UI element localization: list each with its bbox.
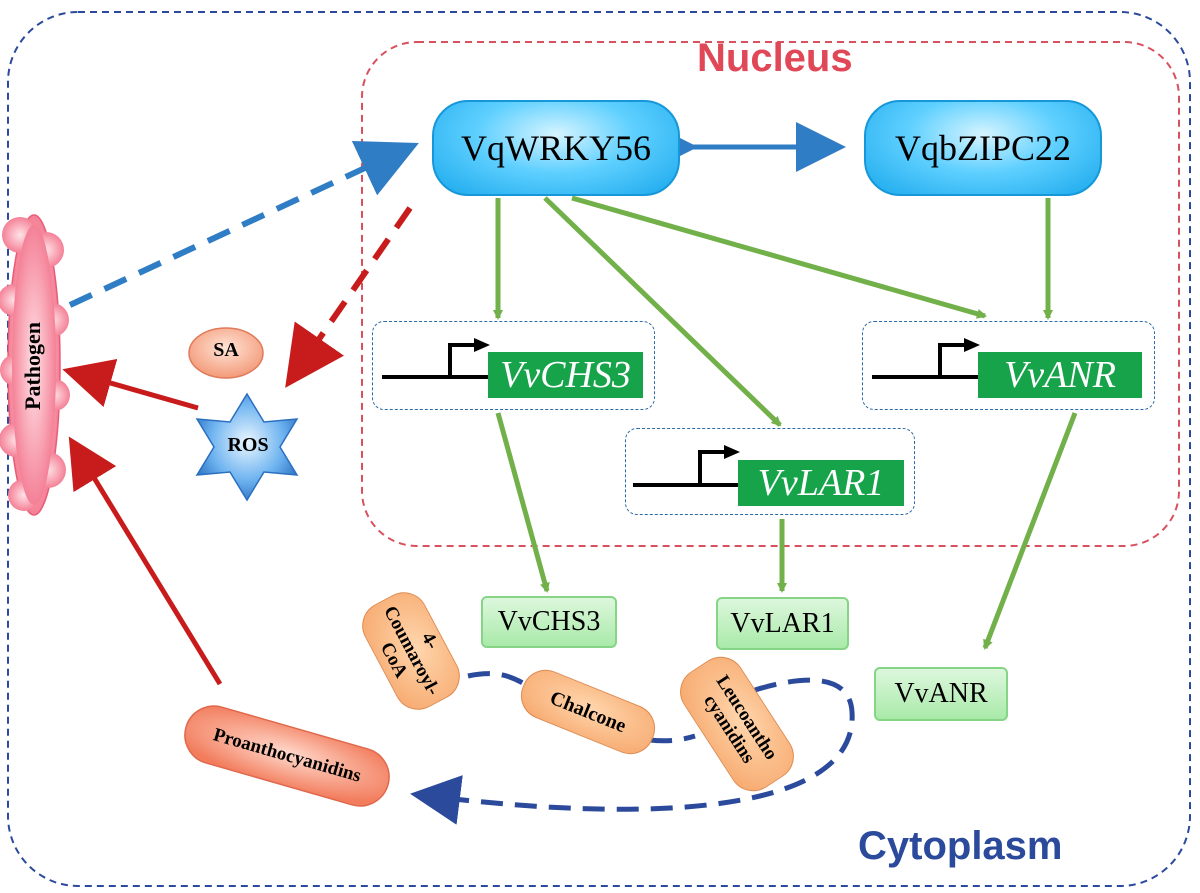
- nucleus-title: Nucleus: [697, 36, 853, 80]
- vqwrky56-label: VqWRKY56: [461, 128, 651, 168]
- vqwrky56-node: VqWRKY56: [432, 100, 680, 196]
- nucleus-boundary: [361, 41, 1180, 547]
- arrow-pathogen-to-wrky: [68, 141, 419, 308]
- gene-label-lar1: VvLAR1: [738, 460, 904, 506]
- enzyme-anr: VvANR: [874, 667, 1008, 721]
- arrow-chs3-gene-to-enzyme: [495, 412, 550, 593]
- enzyme-lar1: VvLAR1: [716, 597, 849, 650]
- arrow-anr-gene-to-enzyme: [982, 412, 1078, 650]
- gene-frame-lar1: [625, 428, 915, 515]
- gene-label-chs3: VvCHS3: [488, 352, 643, 398]
- enzyme-chs3: VvCHS3: [481, 596, 617, 648]
- sa-label: SA: [213, 339, 239, 361]
- promoter-chs3: [382, 338, 490, 379]
- cytoplasm-title: Cytoplasm: [858, 824, 1063, 868]
- vqbzipc22-label: VqbZIPC22: [894, 128, 1071, 168]
- promoter-anr: [872, 338, 980, 379]
- pathway-dashed-arrow: [420, 671, 855, 810]
- arrow-wrky-to-ros: [285, 206, 413, 388]
- cytoplasm-boundary: [7, 11, 1191, 887]
- gene-frame-anr: [862, 321, 1155, 410]
- arrow-wrky-to-lar1: [543, 196, 782, 427]
- pathogen-shape: [0, 214, 70, 516]
- ros-label: ROS: [227, 434, 269, 456]
- gene-label-anr: VvANR: [978, 352, 1142, 398]
- vqbzipc22-node: VqbZIPC22: [864, 100, 1102, 196]
- arrow-wrky-to-anr: [571, 195, 987, 319]
- sa-ellipse: [188, 327, 264, 379]
- ros-star: [195, 392, 299, 502]
- arrow-proantho-to-pathogen: [68, 436, 223, 686]
- promoter-lar1: [633, 445, 740, 487]
- gene-frame-chs3: [372, 321, 655, 410]
- pathogen-label: Pathogen: [20, 322, 45, 410]
- arrow-ros-to-pathogen: [62, 358, 199, 411]
